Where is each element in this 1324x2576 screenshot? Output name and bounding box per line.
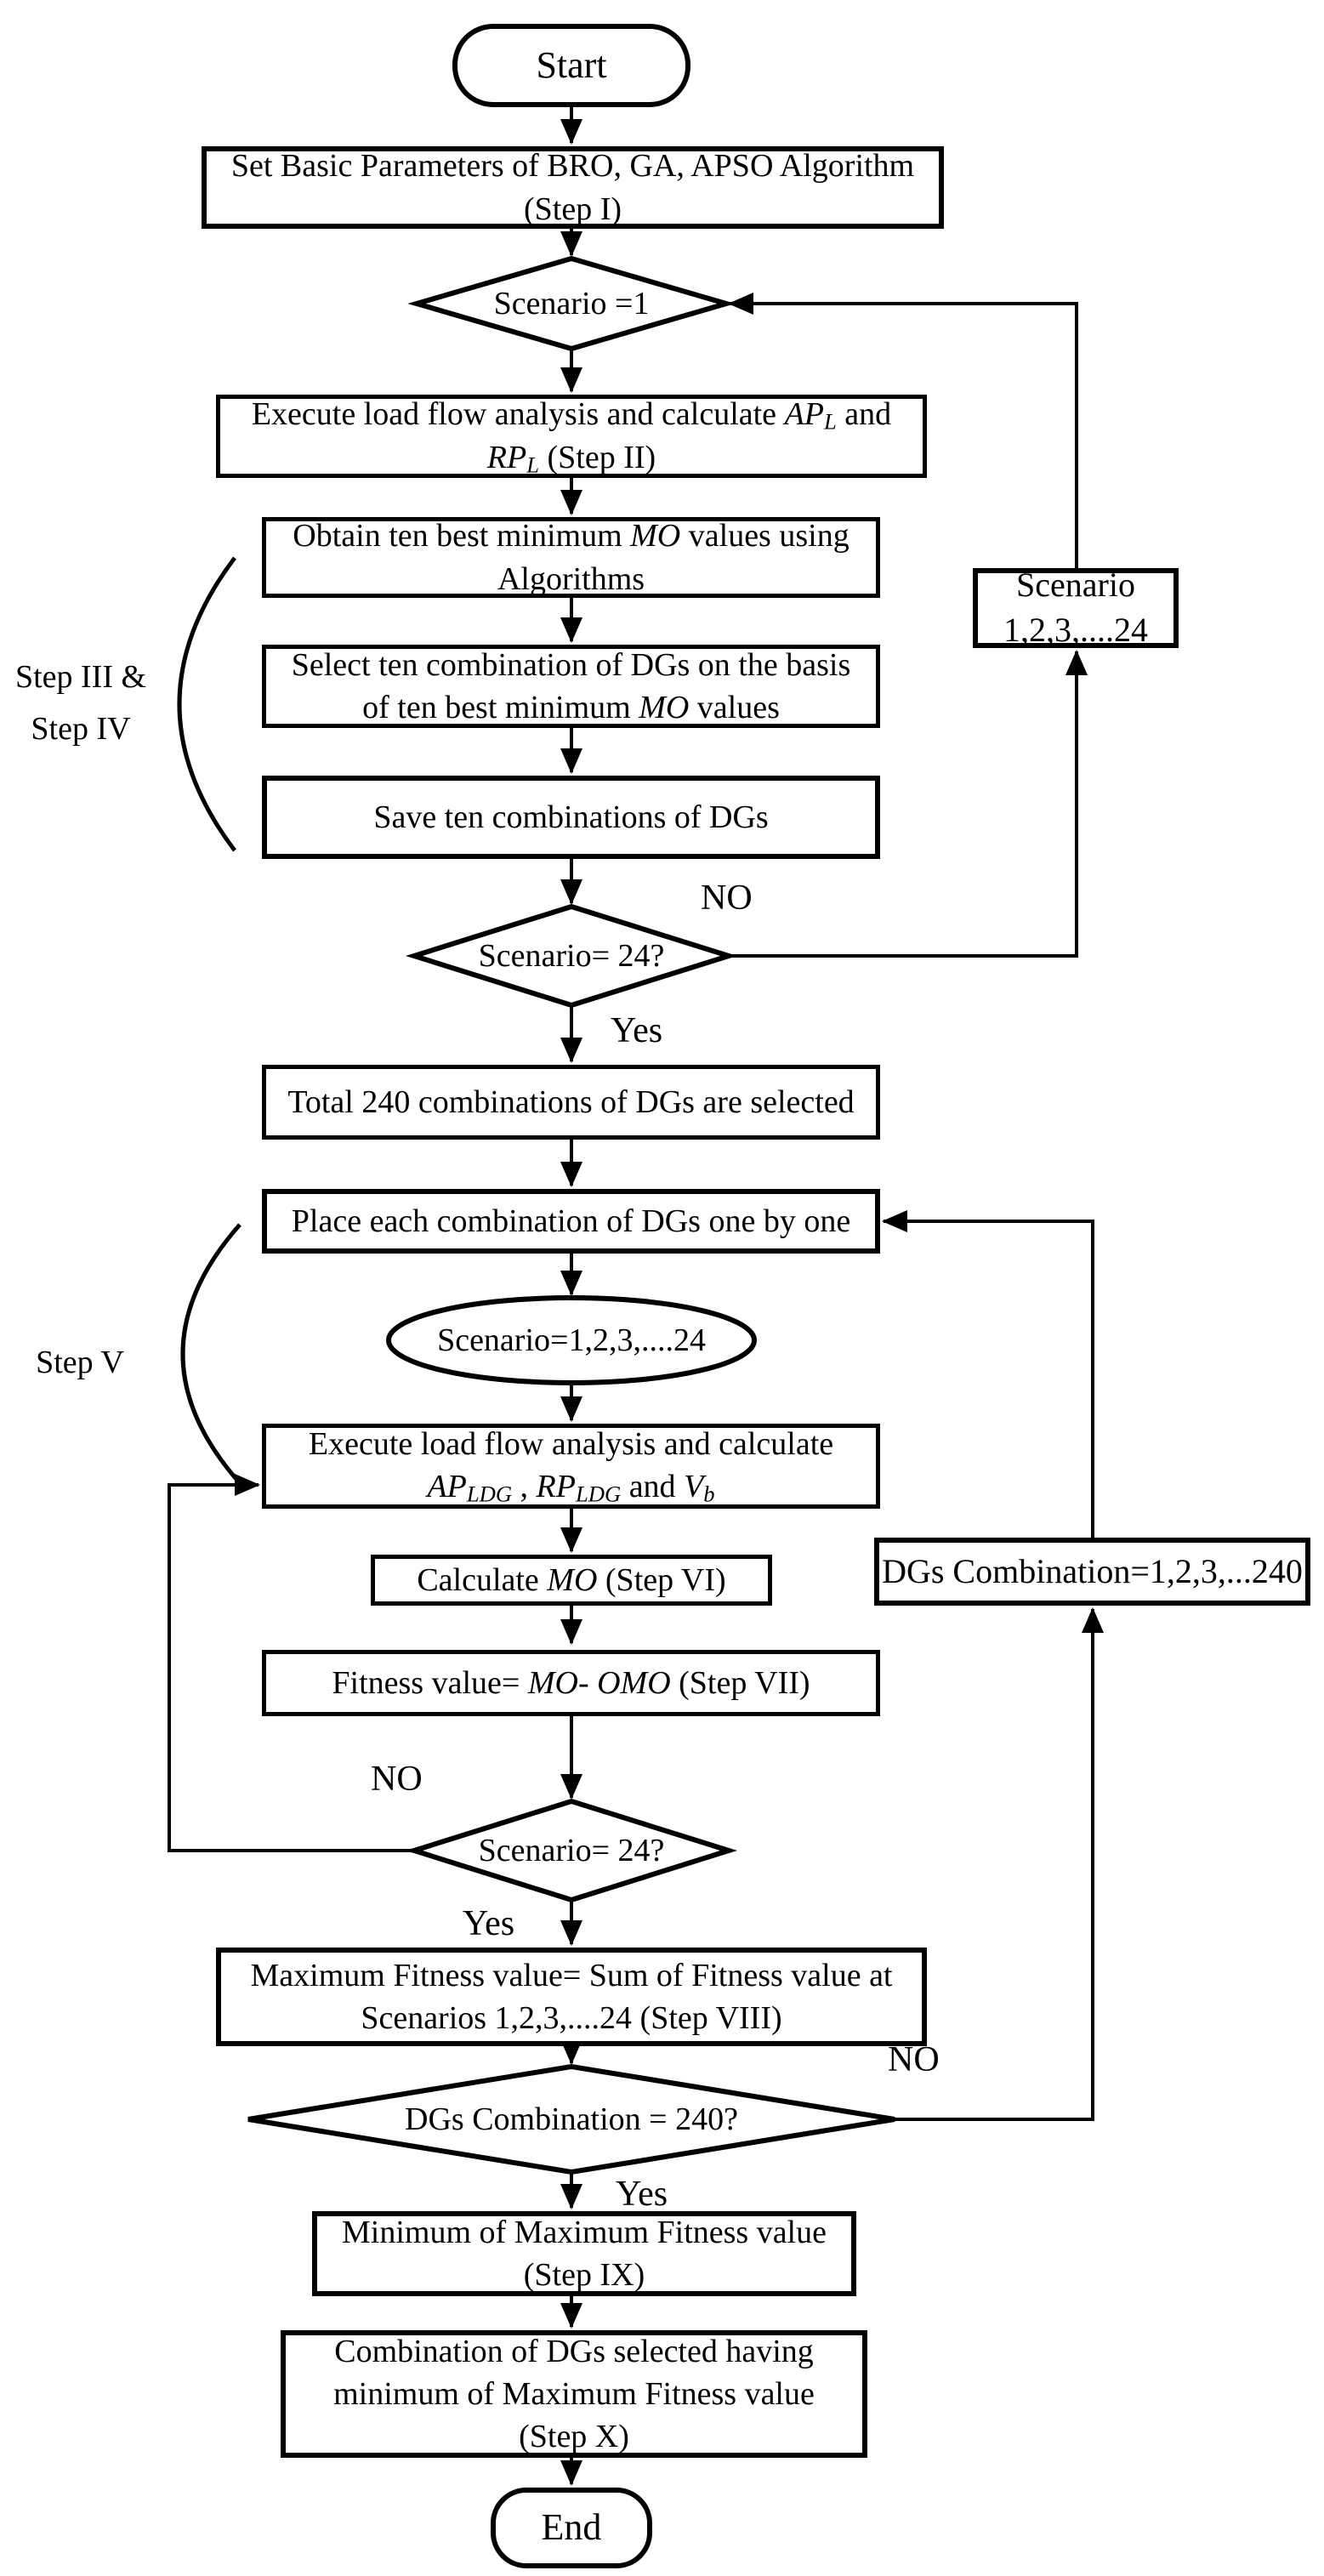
arrow-scenario24-no-to-scenario-loop-box	[729, 650, 1088, 958]
step5-annotation: Step V	[36, 1345, 124, 1380]
fitness-value-box: Fitness value= MO- OMO (Step VII)	[262, 1650, 880, 1716]
dgs240-no-label: NO	[888, 2040, 940, 2079]
scenario24-2-yes-label: Yes	[463, 1904, 515, 1943]
combination-selected-box: Combination of DGs selected having minim…	[281, 2330, 867, 2458]
arrow-scenario-loop-box-to-scenario-init	[728, 293, 1078, 568]
scenario24-2-no-label: NO	[371, 1760, 423, 1799]
decision-diamonds	[247, 255, 895, 2175]
scenario-init-diamond-shape	[407, 255, 736, 352]
set-parameters-box: Set Basic Parameters of BRO, GA, APSO Al…	[202, 146, 944, 229]
scenario24-diamond-2-label: Scenario= 24?	[478, 1832, 665, 1868]
arrow-dgs-loop-box-to-place	[882, 1210, 1094, 1538]
scenario-init-diamond-label: Scenario =1	[493, 285, 650, 321]
scenario-ellipse-shape	[386, 1295, 757, 1385]
step5-bracket	[180, 1223, 242, 1485]
maximum-fitness-box: Maximum Fitness value= Sum of Fitness va…	[216, 1948, 927, 2046]
save-dgs-combinations-box: Save ten combinations of DGs	[262, 776, 880, 859]
calculate-mo-box: Calculate MO (Step VI)	[371, 1555, 772, 1606]
scenario-ellipse-label: Scenario=1,2,3,....24	[437, 1322, 706, 1358]
dgs240-yes-label: Yes	[616, 2175, 668, 2214]
dgs240-diamond-shape	[247, 2063, 895, 2175]
dgs240-diamond-label: DGs Combination = 240?	[405, 2101, 738, 2137]
execute-load-flow-box: Execute load flow analysis and calculate…	[216, 395, 927, 478]
loop-connectors	[168, 293, 1104, 2121]
scenario24-diamond-1-label: Scenario= 24?	[478, 937, 665, 974]
scenario-loop-counter-box: Scenario 1,2,3,....24	[973, 566, 1179, 649]
dgs-loop-counter-box: DGs Combination=1,2,3,...240	[874, 1538, 1310, 1606]
select-dgs-combinations-box: Select ten combination of DGs on the bas…	[262, 645, 880, 728]
step3-4-annotation: Step III & Step IV	[14, 659, 147, 747]
scenario24-no-label: NO	[701, 879, 753, 918]
minimum-of-maximum-box: Minimum of Maximum Fitness value (Step I…	[312, 2211, 856, 2296]
scenario24-diamond-2-shape	[405, 1798, 738, 1903]
execute-load-flow-ldg-box: Execute load flow analysis and calculate…	[262, 1424, 880, 1509]
step3-4-bracket	[177, 556, 236, 852]
scenario24-diamond-1-shape	[405, 903, 738, 1009]
arrow-dgs240-no-to-dgs-loop-box	[895, 1607, 1104, 2121]
end-terminator: End	[491, 2488, 652, 2568]
place-each-combination-box: Place each combination of DGs one by one	[262, 1189, 880, 1254]
arrow-scenario24-2-no-to-load-flow-ldg	[168, 1474, 414, 1852]
total-240-combinations-box: Total 240 combinations of DGs are select…	[262, 1065, 880, 1140]
obtain-mo-values-box: Obtain ten best minimum MO values using …	[262, 517, 880, 598]
scenario24-yes-label: Yes	[611, 1011, 663, 1050]
start-terminator: Start	[452, 24, 690, 107]
